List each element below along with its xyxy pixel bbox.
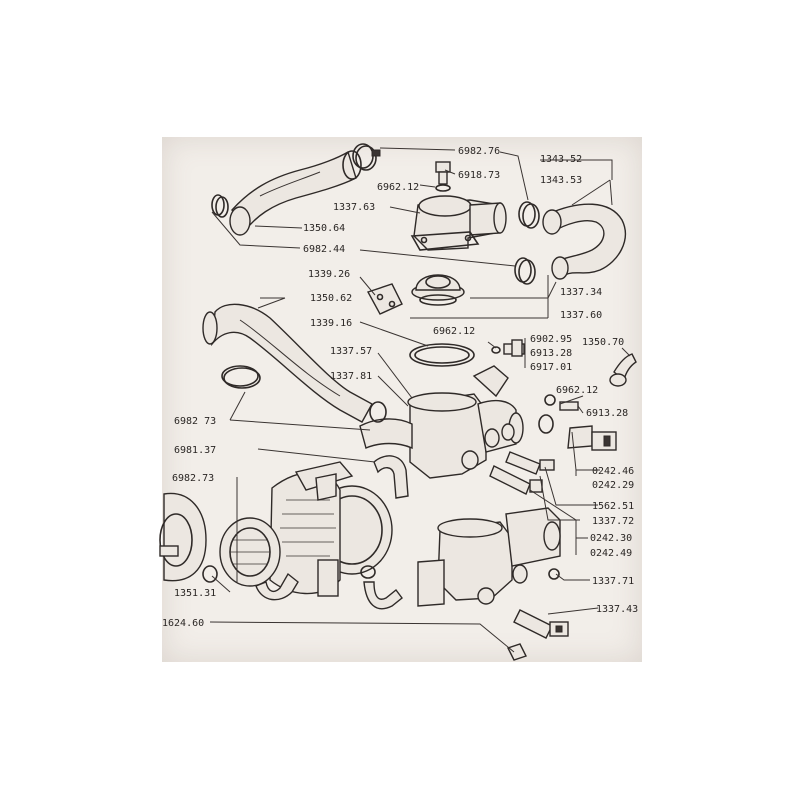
part-label-1337-34: 1337.34 bbox=[560, 287, 602, 298]
part-label-1337-43: 1337.43 bbox=[596, 604, 638, 615]
part-label-0242-49: 0242.49 bbox=[590, 548, 632, 559]
part-label-6962-12-top: 6962.12 bbox=[377, 182, 419, 193]
hose-1350-70 bbox=[609, 353, 637, 387]
throttle-body bbox=[269, 461, 393, 597]
part-label-1337-57: 1337.57 bbox=[330, 346, 372, 357]
part-label-0242-30: 0242.30 bbox=[590, 533, 632, 544]
gasket-1339-26 bbox=[366, 283, 403, 315]
part-label-1624-60: 1624.60 bbox=[162, 618, 204, 629]
hose-lower-mid bbox=[360, 565, 403, 610]
part-label-1350-70: 1350.70 bbox=[582, 337, 624, 348]
sensor-1337-43 bbox=[513, 609, 569, 639]
part-label-6981-37: 6981.37 bbox=[174, 445, 216, 456]
clamp-right-mid bbox=[514, 257, 536, 285]
part-label-6982-73-mid: 6982 73 bbox=[174, 416, 216, 427]
part-label-1343-53: 1343.53 bbox=[540, 175, 582, 186]
left-edge-part bbox=[159, 492, 207, 582]
bolt-6918-73 bbox=[435, 161, 451, 192]
part-label-6982-73-low: 6982.73 bbox=[172, 473, 214, 484]
part-label-6918-73: 6918.73 bbox=[458, 170, 500, 181]
thermostat-housing-upper bbox=[359, 365, 524, 479]
clamp-top bbox=[352, 143, 381, 171]
plug-1624-60 bbox=[507, 643, 527, 661]
part-label-1343-52: 1343.52 bbox=[540, 154, 582, 165]
thermostat-1337-60 bbox=[411, 274, 465, 306]
pipe-1350-62 bbox=[202, 303, 373, 423]
part-label-6913-28-right: 6913.28 bbox=[586, 408, 628, 419]
part-label-1337-60: 1337.60 bbox=[560, 310, 602, 321]
o-ring-1339-16 bbox=[409, 343, 475, 367]
part-label-1337-71: 1337.71 bbox=[592, 576, 634, 587]
part-label-1562-51: 1562.51 bbox=[592, 501, 634, 512]
clamp-6982-73 bbox=[221, 365, 261, 389]
clamp-left bbox=[211, 194, 229, 218]
part-label-1339-16: 1339.16 bbox=[310, 318, 352, 329]
part-label-1337-72: 1337.72 bbox=[592, 516, 634, 527]
sensor-1562-51 bbox=[505, 451, 555, 475]
part-label-1350-64: 1350.64 bbox=[303, 223, 345, 234]
hose-lower-left bbox=[202, 565, 299, 601]
part-label-1337-63: 1337.63 bbox=[333, 202, 375, 213]
part-label-1350-62: 1350.62 bbox=[310, 293, 352, 304]
part-label-0242-29: 0242.29 bbox=[592, 480, 634, 491]
hose-1343-52 bbox=[542, 203, 627, 280]
part-label-1339-26: 1339.26 bbox=[308, 269, 350, 280]
thermostat-housing-lower bbox=[417, 507, 561, 607]
elbow-6981-37 bbox=[373, 455, 409, 499]
clamp-housing bbox=[369, 401, 387, 423]
part-label-0242-46: 0242.46 bbox=[592, 466, 634, 477]
bolt-6902-95 bbox=[491, 339, 525, 357]
part-label-6982-76: 6982.76 bbox=[458, 146, 500, 157]
water-outlet-1337-63 bbox=[410, 195, 507, 251]
part-label-6962-12-right: 6962.12 bbox=[556, 385, 598, 396]
part-labels: 6982.76 6918.73 6962.12 1337.63 1350.64 … bbox=[162, 146, 638, 629]
part-label-6962-12-mid: 6962.12 bbox=[433, 326, 475, 337]
part-label-6917-01: 6917.01 bbox=[530, 362, 572, 373]
sensor-0242 bbox=[489, 465, 543, 495]
actuator-round bbox=[219, 517, 281, 587]
part-label-1337-81: 1337.81 bbox=[330, 371, 372, 382]
hose-1350-64 bbox=[229, 150, 362, 236]
part-label-6982-44: 6982.44 bbox=[303, 244, 345, 255]
sensor-parts-right bbox=[538, 394, 617, 451]
part-label-1351-31: 1351.31 bbox=[174, 588, 216, 599]
clamp-right-top bbox=[518, 201, 540, 229]
leader-lines bbox=[209, 147, 631, 653]
part-label-6902-95: 6902.95 bbox=[530, 334, 572, 345]
part-label-6913-28-mid: 6913.28 bbox=[530, 348, 572, 359]
